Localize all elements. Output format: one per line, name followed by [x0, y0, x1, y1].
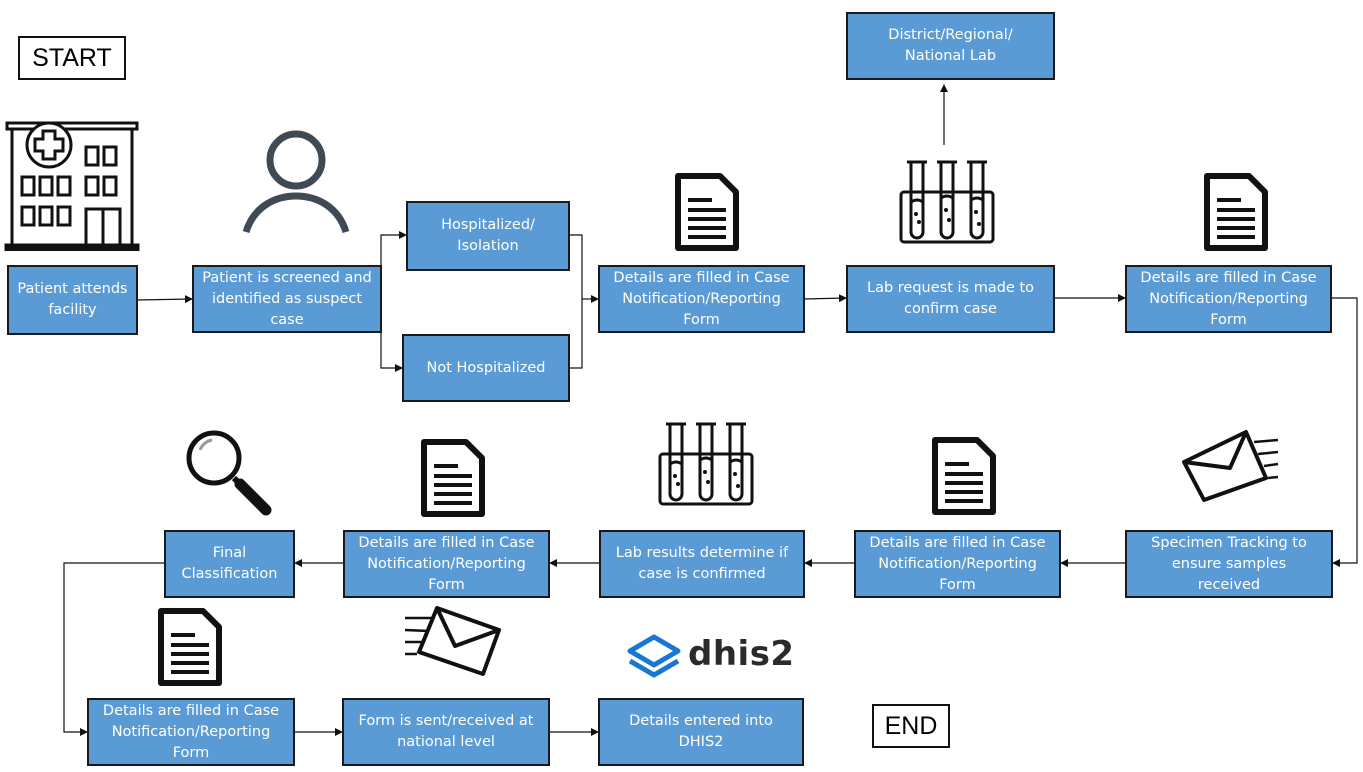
step-final-classification-text: Final Classification: [181, 545, 278, 582]
step-dhis2-entry-text: Details entered into DHIS2: [629, 713, 773, 750]
step-details-1-text: Details are filled in Case Notification/…: [613, 269, 790, 328]
step-final-classification: Final Classification: [164, 530, 295, 598]
step-lab-results: Lab results determine if case is confirm…: [599, 530, 805, 598]
envelope-icon: [1182, 430, 1279, 502]
step-form-sent: Form is sent/received at national level: [342, 698, 550, 766]
step-screened: Patient is screened and identified as su…: [192, 265, 382, 333]
magnifier-icon: [186, 430, 272, 516]
step-specimen-tracking: Specimen Tracking to ensure samples rece…: [1125, 530, 1333, 598]
arrow-details-1-to-lab-request: [803, 294, 847, 303]
document-icon: [421, 439, 485, 517]
merge-from-hospitalized: [569, 234, 583, 369]
arrow-screened-to-hospitalized: [380, 231, 407, 300]
step-not-hospitalized: Not Hospitalized: [402, 334, 570, 402]
step-details-5-text: Details are filled in Case Notification/…: [102, 702, 280, 761]
step-lab-level: District/Regional/ National Lab: [846, 12, 1055, 80]
step-hospitalized: Hospitalized/ Isolation: [406, 201, 570, 271]
document-icon: [675, 173, 739, 251]
arrow-final-to-details-5: [63, 562, 164, 736]
step-details-5: Details are filled in Case Notification/…: [87, 698, 295, 766]
hospital-icon: [4, 121, 140, 251]
step-dhis2-entry: Details entered into DHIS2: [598, 698, 804, 766]
step-details-3: Details are filled in Case Notification/…: [854, 530, 1061, 598]
step-hospitalized-text: Hospitalized/ Isolation: [441, 217, 535, 254]
document-icon: [1204, 173, 1268, 251]
step-not-hospitalized-text: Not Hospitalized: [426, 359, 546, 376]
step-details-2: Details are filled in Case Notification/…: [1125, 265, 1332, 333]
dhis2-brand-text: dhis2: [688, 634, 795, 674]
person-icon: [242, 130, 350, 234]
test-tubes-icon: [658, 422, 754, 506]
step-details-2-text: Details are filled in Case Notification/…: [1140, 269, 1317, 328]
step-details-3-text: Details are filled in Case Notification/…: [869, 534, 1046, 593]
arrow-patient-to-screened: [136, 295, 193, 304]
arrow-screened-to-not-hospitalized: [380, 300, 403, 372]
step-details-1: Details are filled in Case Notification/…: [598, 265, 805, 333]
end-label: END: [872, 704, 950, 748]
arrow-details-2-to-specimen: [1331, 297, 1358, 567]
step-lab-results-text: Lab results determine if case is confirm…: [615, 545, 789, 582]
step-details-4-text: Details are filled in Case Notification/…: [358, 534, 535, 593]
step-patient-attends: Patient attends facility: [7, 265, 138, 335]
step-details-4: Details are filled in Case Notification/…: [343, 530, 550, 598]
step-lab-level-text: District/Regional/ National Lab: [888, 27, 1013, 64]
step-patient-attends-text: Patient attends facility: [17, 281, 128, 318]
document-icon: [158, 608, 222, 686]
dhis2-logo-icon: [627, 634, 681, 678]
step-form-sent-text: Form is sent/received at national level: [358, 713, 534, 750]
document-icon: [932, 437, 996, 515]
step-lab-request-text: Lab request is made to confirm case: [867, 280, 1034, 317]
step-screened-text: Patient is screened and identified as su…: [202, 269, 372, 328]
start-label: START: [18, 36, 126, 80]
envelope-icon: [404, 606, 501, 676]
step-specimen-tracking-text: Specimen Tracking to ensure samples rece…: [1151, 534, 1307, 593]
test-tubes-icon: [899, 160, 995, 244]
step-lab-request: Lab request is made to confirm case: [846, 265, 1055, 333]
